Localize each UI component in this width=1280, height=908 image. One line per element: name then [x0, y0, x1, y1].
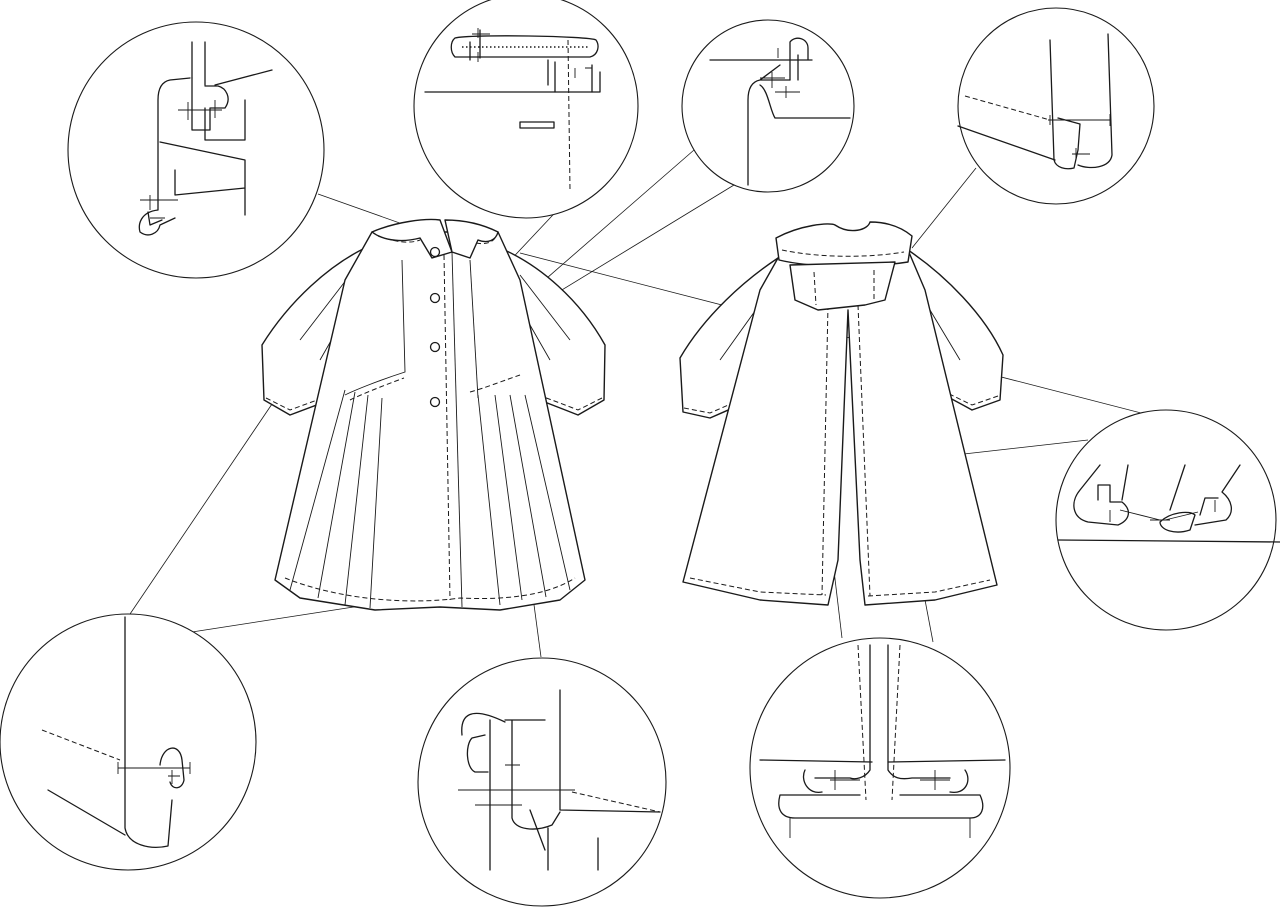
- back-body: [682, 249, 998, 606]
- shoulder-seam-detail: [681, 19, 855, 193]
- button: [429, 396, 441, 408]
- front-view: [261, 218, 606, 611]
- button: [429, 341, 441, 353]
- front-body: [274, 231, 586, 611]
- sleeve-hem-detail: [957, 7, 1155, 205]
- hem-corner-detail: [0, 613, 257, 871]
- pleat-seam-detail: [417, 657, 667, 907]
- button: [429, 246, 441, 258]
- collar-seam-detail: [67, 21, 325, 279]
- back-view: [679, 221, 1004, 606]
- back-collar: [775, 221, 913, 267]
- button: [429, 292, 441, 304]
- front-facing-detail: [413, 0, 639, 219]
- back-vent-hem-detail: [749, 637, 1011, 899]
- back-vent-seam-detail: [1055, 409, 1280, 631]
